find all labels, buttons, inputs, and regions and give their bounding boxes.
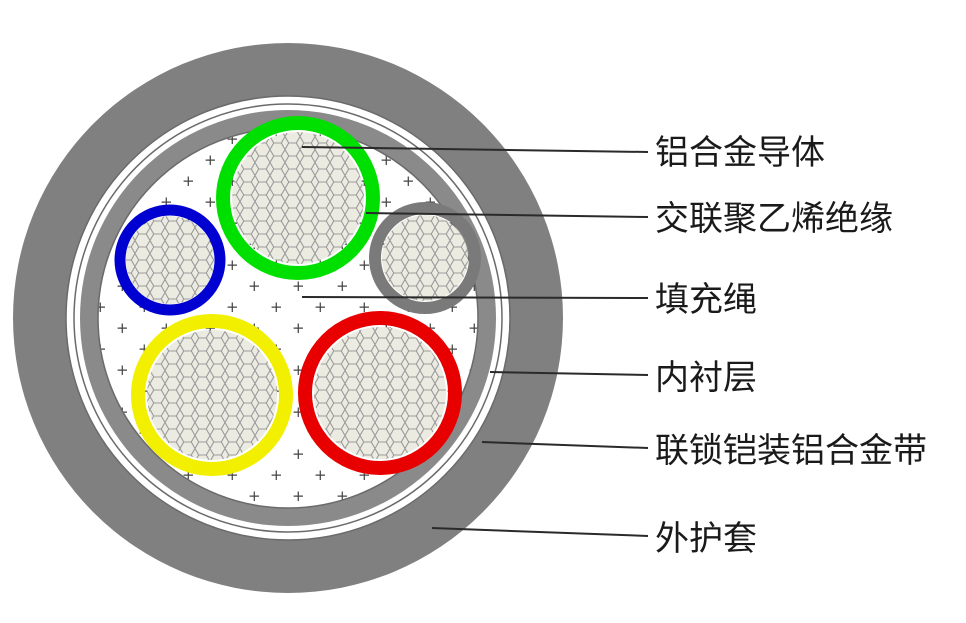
leader-line-conductor — [301, 146, 649, 153]
core-green — [216, 116, 380, 280]
label-filler: 填充绳 — [655, 280, 757, 320]
leader-line-filler — [301, 296, 649, 299]
core-insulation — [369, 202, 481, 314]
core-conductor — [382, 215, 468, 301]
label-inner-lining: 内衬层 — [655, 358, 757, 398]
core-insulation — [216, 116, 380, 280]
core-gray — [369, 202, 481, 314]
leader-line-armor — [481, 441, 649, 449]
core-conductor — [147, 330, 277, 460]
core-conductor — [126, 216, 214, 304]
core-yellow — [131, 314, 293, 476]
label-conductor: 铝合金导体 — [655, 133, 825, 173]
leader-line-insulation — [365, 212, 649, 218]
core-conductor — [232, 132, 364, 264]
core-conductor — [314, 327, 446, 459]
core-insulation — [131, 314, 293, 476]
label-armor: 联锁铠装铝合金带 — [655, 431, 927, 471]
core-insulation — [114, 204, 226, 316]
core-insulation — [298, 311, 462, 475]
label-insulation: 交联聚乙烯绝缘 — [655, 199, 893, 239]
leader-line-outer-sheath — [431, 527, 649, 537]
core-blue — [114, 204, 226, 316]
core-red — [298, 311, 462, 475]
label-outer-sheath: 外护套 — [655, 519, 757, 559]
leader-line-inner-lining — [489, 371, 649, 376]
